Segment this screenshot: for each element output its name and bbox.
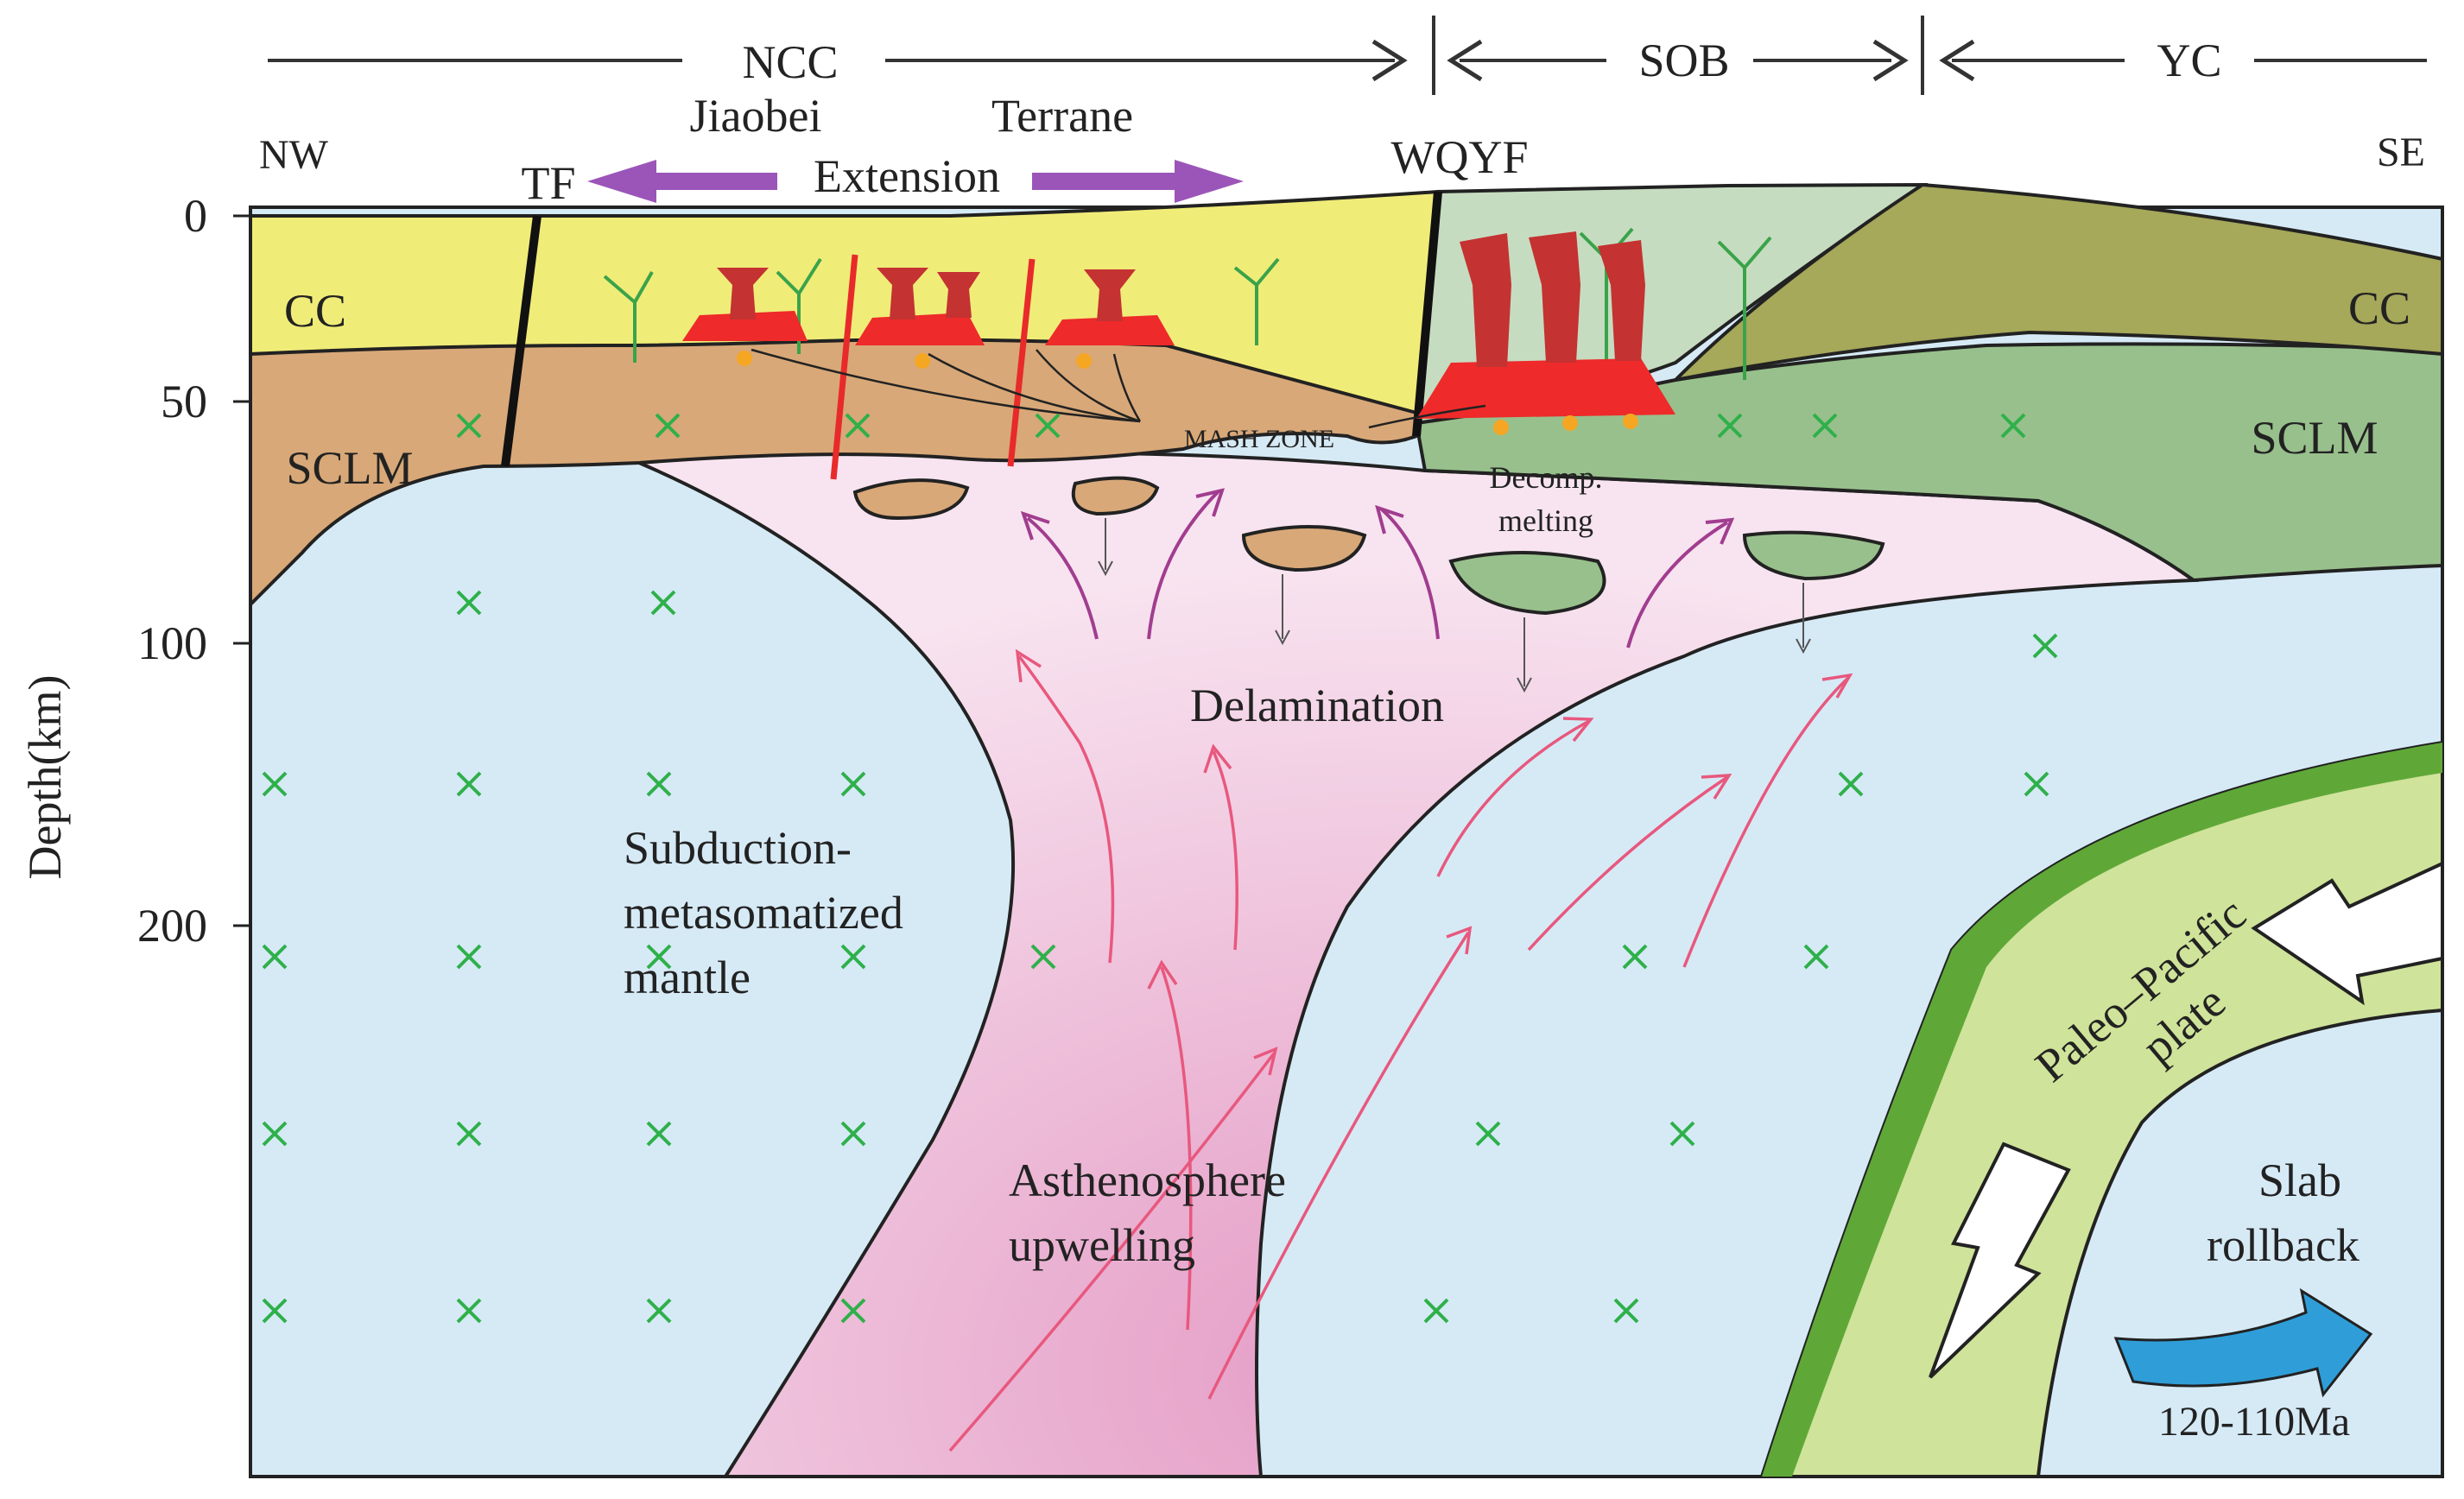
axis-title: Depth(km)	[19, 675, 71, 880]
tf-fault	[501, 215, 542, 467]
convection-arrows	[1020, 488, 1735, 648]
region-header	[268, 16, 2427, 95]
tick-200: 200	[137, 900, 207, 952]
tick-100: 100	[137, 617, 207, 669]
label-sclm-right: SCLM	[2251, 412, 2378, 464]
label-asthenosphere-1: Asthenosphere	[1009, 1154, 1286, 1206]
delaminated-block-4	[1448, 551, 1606, 616]
plate-convergence-arrow	[2251, 860, 2444, 1006]
label-asthenosphere-2: upwelling	[1009, 1219, 1195, 1271]
label-age: 120-110Ma	[2158, 1399, 2350, 1445]
label-tf: TF	[521, 157, 575, 209]
label-sclm-left: SCLM	[286, 442, 413, 494]
delaminated-block-5	[1742, 530, 1885, 581]
metasomatism-markers	[262, 413, 2058, 1324]
delaminated-block-3	[1241, 525, 1367, 572]
label-slab-2: rollback	[2207, 1219, 2359, 1271]
asthenosphere-flow-arrows	[948, 648, 1853, 1452]
label-wqyf: WQYF	[1391, 131, 1529, 183]
label-mash-zone: MASH ZONE	[1184, 425, 1334, 453]
asthenosphere-upwelling-zone	[632, 448, 2199, 1478]
label-slab-1: Slab	[2258, 1154, 2341, 1206]
label-yc: YC	[2157, 35, 2221, 86]
slab-rollback-arrow	[2113, 1287, 2373, 1398]
sob-magma-bodies	[1416, 231, 1675, 419]
melt-droplets	[737, 351, 1638, 435]
ncc-magma-bodies	[682, 268, 1175, 345]
label-cc-right: CC	[2348, 282, 2410, 334]
slab-subduction-arrow	[1929, 1142, 2071, 1379]
label-delamination: Delamination	[1190, 680, 1444, 731]
wqyf-fault	[1412, 191, 1442, 437]
depth-axis: 0 50 100 200 Depth(km)	[19, 190, 250, 952]
yc-continental-crust	[1669, 182, 2444, 383]
paleo-pacific-slab-edge	[1762, 743, 2442, 1477]
sinking-arrows	[1098, 518, 1811, 693]
delaminated-block-1	[852, 478, 970, 521]
label-cc-left: CC	[284, 285, 346, 337]
label-metasomatized-3: mantle	[624, 952, 751, 1003]
plate-motion-arrows	[1929, 860, 2444, 1379]
label-terrane: Terrane	[991, 90, 1133, 142]
label-jiaobei: Jiaobei	[690, 90, 822, 142]
label-metasomatized-1: Subduction-	[624, 822, 852, 874]
label-metasomatized-2: metasomatized	[624, 887, 903, 939]
label-ncc: NCC	[742, 36, 838, 88]
mash-zone-arrows	[751, 348, 1486, 429]
label-nw: NW	[259, 132, 329, 178]
delaminated-blocks	[852, 476, 1885, 616]
tick-0: 0	[184, 190, 207, 242]
extension-arrow-left	[587, 160, 777, 203]
label-extension: Extension	[814, 150, 1000, 202]
tick-50: 50	[161, 376, 207, 427]
label-sob: SOB	[1638, 35, 1729, 86]
label-se: SE	[2377, 130, 2425, 175]
extension-arrow-right	[1032, 160, 1244, 203]
label-decomp-2: melting	[1498, 503, 1593, 538]
label-decomp-1: Decomp.	[1490, 460, 1603, 495]
extension-arrows	[587, 160, 1244, 203]
normal-fault-2	[1007, 258, 1036, 467]
delaminated-block-2	[1071, 476, 1160, 516]
normal-fault-1	[830, 254, 858, 480]
